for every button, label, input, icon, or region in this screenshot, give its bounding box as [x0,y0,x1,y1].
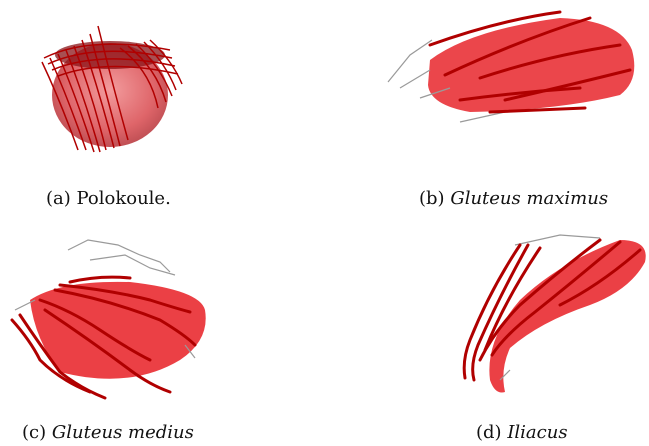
caption-a: (a) Polokoule. [46,188,171,209]
caption-a-label: (a) [46,188,71,209]
caption-c-label: (c) [22,422,46,443]
panel-d-iliacus [464,235,646,393]
caption-d-text: Iliacus [507,422,567,443]
caption-d-label: (d) [476,422,502,443]
caption-c-text: Gluteus medius [52,422,194,443]
caption-b-text: Gluteus maximus [450,188,608,209]
caption-d: (d) Iliacus [476,422,568,443]
panel-a-hemisphere [42,26,182,152]
panel-c-gluteus-medius [12,240,206,398]
caption-a-text: Polokoule. [77,188,171,209]
caption-b-label: (b) [419,188,445,209]
caption-c: (c) Gluteus medius [22,422,194,443]
caption-b: (b) Gluteus maximus [419,188,608,209]
panel-b-gluteus-maximus [388,12,634,122]
